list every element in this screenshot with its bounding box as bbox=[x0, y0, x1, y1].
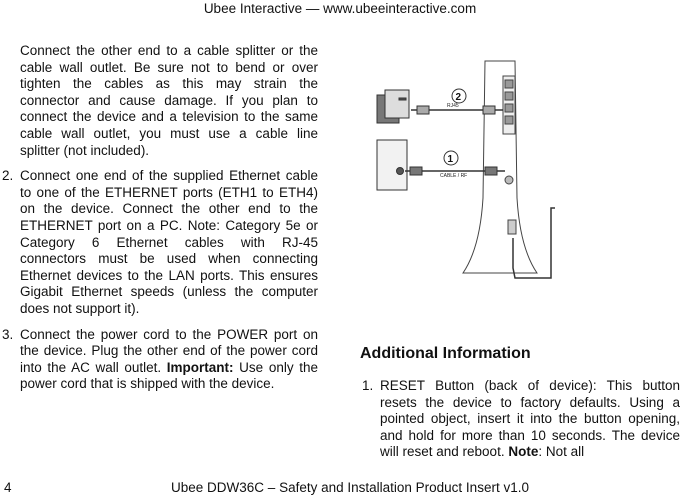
callout-1: 1 bbox=[443, 150, 459, 166]
callout-2: 2 bbox=[451, 88, 467, 104]
callout-2-label: 2 bbox=[456, 92, 462, 103]
info-text-after: : Not all bbox=[538, 444, 585, 460]
step-text: Connect one end of the supplied Ethernet… bbox=[20, 168, 318, 316]
cable-rf-label: CABLE / RF bbox=[440, 173, 467, 179]
right-column: 1. RESET Button (back of device): This b… bbox=[360, 378, 680, 461]
connection-diagram: RJ45 2 CABLE / RF 1 3 bbox=[376, 60, 555, 279]
rj45-label: RJ45 bbox=[447, 103, 459, 109]
power-cord bbox=[512, 207, 555, 279]
coax-cable bbox=[405, 166, 505, 176]
step-number: 3. bbox=[2, 326, 14, 342]
step-number: 2. bbox=[2, 168, 14, 184]
page-header: Ubee Interactive — www.ubeeinteractive.c… bbox=[203, 1, 477, 16]
ethernet-cable bbox=[411, 105, 503, 115]
step-item: 3. Connect the power cord to the POWER p… bbox=[0, 327, 318, 393]
step-text: Connect the power cord to the POWER port… bbox=[20, 326, 318, 375]
footer-title: Ubee DDW36C – Safety and Installation Pr… bbox=[171, 480, 529, 495]
info-number: 1. bbox=[362, 378, 374, 393]
cable-wall-outlet bbox=[376, 139, 408, 191]
steps-list: 2. Connect one end of the supplied Ether… bbox=[0, 168, 318, 393]
info-item: 1. RESET Button (back of device): This b… bbox=[360, 378, 680, 461]
additional-info-title: Additional Information bbox=[360, 345, 531, 362]
important-label: Important: bbox=[166, 359, 234, 375]
additional-info-list: 1. RESET Button (back of device): This b… bbox=[360, 378, 680, 461]
step-text-after: Use only the power cord that is shipped … bbox=[20, 359, 318, 392]
callout-1-label: 1 bbox=[448, 154, 454, 165]
step-item: 2. Connect one end of the supplied Ether… bbox=[0, 168, 318, 317]
left-column: Connect the other end to a cable splitte… bbox=[0, 43, 318, 402]
computer-tower bbox=[376, 89, 410, 124]
note-label: Note bbox=[508, 444, 539, 460]
page-number: 4 bbox=[4, 480, 12, 495]
router-device bbox=[462, 60, 538, 274]
info-text: RESET Button (back of device): This butt… bbox=[380, 378, 680, 460]
intro-paragraph: Connect the other end to a cable splitte… bbox=[20, 43, 318, 158]
